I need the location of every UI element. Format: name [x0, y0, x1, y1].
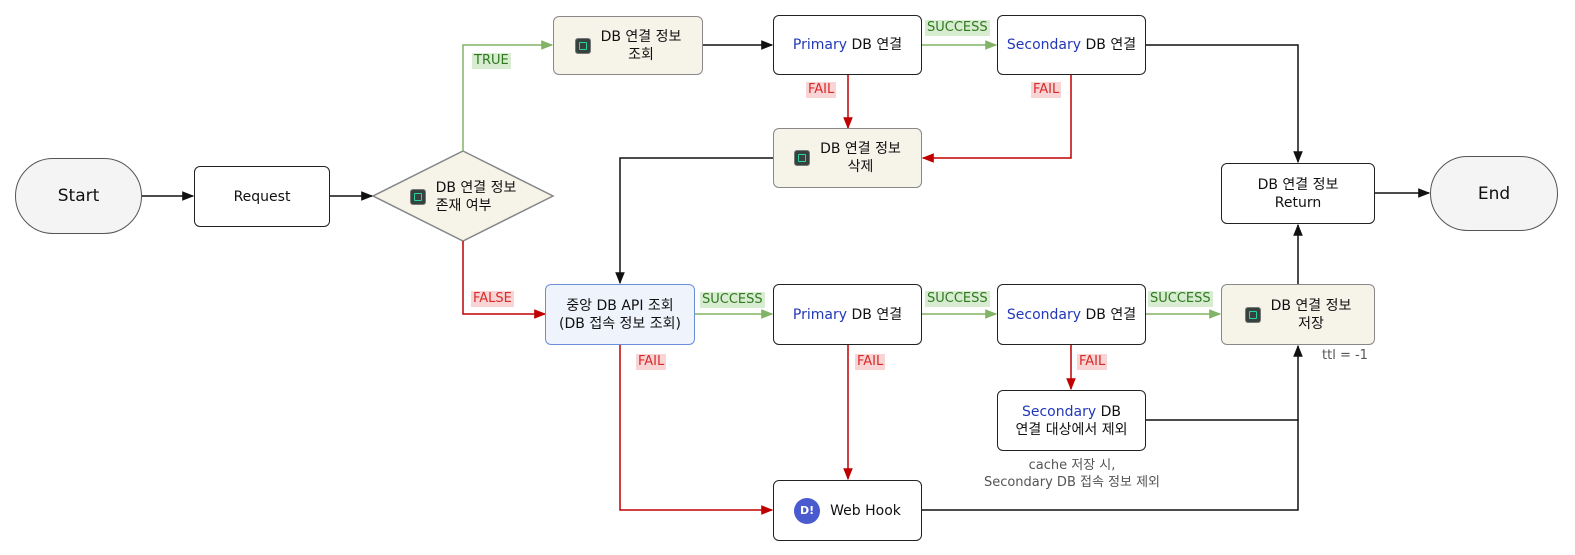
memcache-icon: [1244, 306, 1261, 323]
memcache-icon: [574, 37, 591, 54]
edge-delete-api: [615, 157, 773, 285]
edge-webhook-save: [921, 420, 1299, 511]
edge-api-webhook: [619, 345, 774, 515]
end-label: End: [1477, 183, 1511, 204]
ttl-note: ttl = -1: [1322, 348, 1368, 363]
edge-false: [462, 241, 547, 319]
memcache-icon: [794, 150, 811, 166]
label-fail-primary1: FAIL: [806, 82, 837, 98]
request-label: Request: [233, 188, 291, 205]
edge-true: [462, 40, 554, 151]
label-fail-api: FAIL: [636, 354, 667, 370]
label-success-secondary2: SUCCESS: [1148, 291, 1213, 307]
request-node: Request: [194, 166, 330, 227]
memcache-icon: [409, 188, 426, 205]
cache-note: cache 저장 시,Secondary DB 접속 정보 제외: [983, 458, 1161, 490]
label-true: TRUE: [472, 53, 511, 69]
label-success-top: SUCCESS: [925, 20, 990, 36]
label-success-primary2: SUCCESS: [925, 291, 990, 307]
primary-db-connect-node: Primary DB 연결: [773, 15, 922, 75]
start-node: Start: [15, 158, 142, 234]
label-fail-secondary1: FAIL: [1031, 82, 1062, 98]
label-fail-secondary2: FAIL: [1077, 354, 1108, 370]
edge-exclude-save: [1145, 344, 1303, 421]
secondary-db-connect-node: Secondary DB 연결: [997, 15, 1146, 75]
edge-secondary-return: [1145, 44, 1303, 164]
label-false: FALSE: [471, 291, 514, 307]
label-success-api: SUCCESS: [700, 292, 765, 308]
webhook-node: D! Web Hook: [773, 480, 922, 541]
webhook-label: Web Hook: [830, 502, 901, 519]
secondary-db-connect-node-2: Secondary DB 연결: [997, 284, 1146, 345]
label-fail-primary2: FAIL: [855, 354, 886, 370]
central-db-api-node: 중앙 DB API 조회(DB 접속 정보 조회): [545, 284, 695, 345]
primary-db-connect-node-2: Primary DB 연결: [773, 284, 922, 345]
dooray-icon: D!: [794, 497, 821, 524]
start-label: Start: [57, 186, 100, 206]
end-node: End: [1430, 156, 1558, 231]
edge-secondary1-delete: [921, 75, 1072, 163]
